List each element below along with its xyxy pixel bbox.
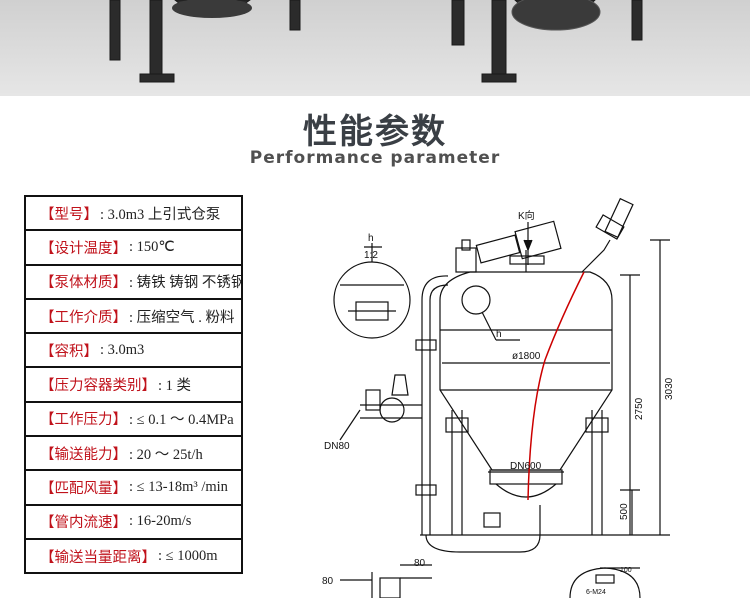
spec-value: : 3.0m3 上引式仓泵 bbox=[100, 206, 221, 223]
spec-label: 【输送当量距离】 bbox=[40, 549, 156, 566]
pump-legs-photo bbox=[0, 0, 750, 96]
spec-row: 【输送当量距离】: ≤ 1000m bbox=[26, 540, 241, 575]
height-dimension-2750: 2750 bbox=[634, 397, 645, 420]
diameter-dimension: ø1800 bbox=[512, 351, 541, 362]
technical-drawing: K向 h 1:2 h ø1800 DN600 DN80 2750 3030 50… bbox=[322, 197, 675, 598]
spec-row: 【设计温度】: 150℃ bbox=[26, 231, 241, 266]
spec-row: 【型号】: 3.0m3 上引式仓泵 bbox=[26, 197, 241, 232]
spec-row: 【工作介质】: 压缩空气 . 粉料 bbox=[26, 300, 241, 335]
section-title: 性能参数 bbox=[303, 112, 447, 152]
spec-label: 【设计温度】 bbox=[40, 240, 127, 257]
detail-label: h bbox=[368, 233, 374, 244]
spec-label: 【压力容器类别】 bbox=[40, 378, 156, 395]
flange-dimension-100: 100 bbox=[620, 567, 632, 574]
vessel-body bbox=[439, 271, 613, 471]
height-dimension-500: 500 bbox=[619, 503, 630, 520]
spec-value: : 3.0m3 bbox=[100, 341, 145, 358]
bolt-spec: 6-M24 bbox=[586, 589, 606, 596]
spec-value: : ≤ 0.1 ～ 0.4MPa bbox=[129, 412, 234, 429]
spec-value: : 1 类 bbox=[158, 378, 192, 395]
spec-label: 【容积】 bbox=[40, 343, 98, 360]
spec-label: 【匹配风量】 bbox=[40, 481, 127, 498]
spec-value: : 150℃ bbox=[129, 238, 175, 255]
spec-label: 【工作介质】 bbox=[40, 309, 127, 326]
bottom-dimension-80-right: 80 bbox=[414, 558, 426, 569]
outlet-dimension: DN600 bbox=[510, 461, 542, 472]
spec-value: : 压缩空气 . 粉料 bbox=[129, 309, 235, 326]
height-dimension-3030: 3030 bbox=[664, 377, 675, 400]
spec-row: 【输送能力】: 20 ～ 25t/h bbox=[26, 437, 241, 472]
spec-table: 【型号】: 3.0m3 上引式仓泵 【设计温度】: 150℃ 【泵体材质】: 铸… bbox=[24, 195, 243, 575]
spec-value: : 铸铁 铸钢 不锈钢 bbox=[129, 275, 241, 292]
spec-label: 【泵体材质】 bbox=[40, 275, 127, 292]
view-label: K向 bbox=[518, 209, 535, 222]
detail-circle bbox=[333, 261, 411, 339]
spec-value: : 16-20m/s bbox=[129, 513, 192, 530]
spec-row: 【工作压力】: ≤ 0.1 ～ 0.4MPa bbox=[26, 403, 241, 438]
flow-path bbox=[527, 271, 585, 501]
spec-label: 【管内流速】 bbox=[40, 515, 127, 532]
spec-row: 【匹配风量】: ≤ 13-18m³ /min bbox=[26, 471, 241, 506]
spec-value: : 20 ～ 25t/h bbox=[129, 446, 203, 463]
spec-value: : ≤ 1000m bbox=[158, 547, 218, 564]
callout-label: h bbox=[496, 329, 502, 340]
spec-label: 【输送能力】 bbox=[40, 446, 127, 463]
product-photo-strip bbox=[0, 0, 750, 96]
spec-label: 【工作压力】 bbox=[40, 412, 127, 429]
detail-scale: 1:2 bbox=[364, 250, 378, 261]
section-subtitle: Performance parameter bbox=[249, 148, 501, 168]
spec-row: 【管内流速】: 16-20m/s bbox=[26, 506, 241, 540]
spec-row: 【容积】: 3.0m3 bbox=[26, 334, 241, 369]
spec-value: : ≤ 13-18m³ /min bbox=[129, 479, 228, 496]
bottom-dimension-80-left: 80 bbox=[322, 576, 334, 587]
spec-row: 【压力容器类别】: 1 类 bbox=[26, 368, 241, 403]
spec-row: 【泵体材质】: 铸铁 铸钢 不锈钢 bbox=[26, 266, 241, 300]
spec-label: 【型号】 bbox=[40, 206, 98, 223]
inlet-dimension: DN80 bbox=[324, 441, 350, 452]
